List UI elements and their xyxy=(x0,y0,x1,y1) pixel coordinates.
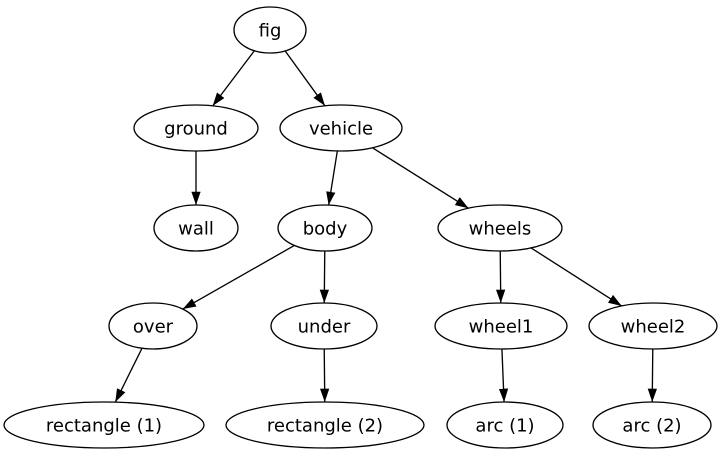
node-label-body: body xyxy=(303,218,348,239)
node-wheel2: wheel2 xyxy=(588,302,718,350)
node-ellipse-body xyxy=(277,204,373,252)
node-label-arc2: arc (2) xyxy=(622,415,681,436)
node-ellipse-arc1 xyxy=(446,401,564,449)
node-ellipse-wheel1 xyxy=(434,302,568,350)
edge-fig-vehicle xyxy=(284,50,326,107)
node-ellipse-rectangle2 xyxy=(225,401,425,449)
edge-wheel2-arc2 xyxy=(647,348,658,403)
node-body: body xyxy=(277,204,373,252)
node-ellipse-over xyxy=(108,302,198,350)
edge-wheels-wheel1 xyxy=(495,250,506,304)
node-fig: fig xyxy=(233,6,307,54)
node-ellipse-wall xyxy=(153,204,239,252)
edge-body-over xyxy=(182,244,295,310)
edge-body-under xyxy=(319,250,330,304)
node-label-wheel1: wheel1 xyxy=(469,316,534,337)
node-ellipse-arc2 xyxy=(592,401,712,449)
edge-wheels-wheel2 xyxy=(530,247,623,307)
edge-vehicle-body xyxy=(326,150,338,206)
edge-vehicle-wheels xyxy=(372,147,469,209)
node-label-wheel2: wheel2 xyxy=(621,316,686,337)
node-wheel1: wheel1 xyxy=(434,302,568,350)
node-label-wall: wall xyxy=(178,218,214,239)
node-over: over xyxy=(108,302,198,350)
node-ellipse-fig xyxy=(233,6,307,54)
node-label-wheels: wheels xyxy=(469,218,532,239)
edge-fig-ground xyxy=(212,50,255,107)
node-wheels: wheels xyxy=(437,204,563,252)
node-under: under xyxy=(270,302,378,350)
node-rectangle1: rectangle (1) xyxy=(3,401,205,449)
node-label-fig: fig xyxy=(259,20,282,41)
node-label-rectangle2: rectangle (2) xyxy=(267,415,383,436)
node-ellipse-wheel2 xyxy=(588,302,718,350)
node-wall: wall xyxy=(153,204,239,252)
edge-under-rectangle2 xyxy=(319,348,330,403)
node-ellipse-ground xyxy=(133,104,259,152)
node-ground: ground xyxy=(133,104,259,152)
node-ellipse-rectangle1 xyxy=(3,401,205,449)
node-ellipse-vehicle xyxy=(279,104,403,152)
node-arc1: arc (1) xyxy=(446,401,564,449)
node-ellipse-wheels xyxy=(437,204,563,252)
edge-over-rectangle1 xyxy=(114,347,143,403)
node-label-arc1: arc (1) xyxy=(475,415,534,436)
node-label-rectangle1: rectangle (1) xyxy=(46,415,162,436)
node-label-vehicle: vehicle xyxy=(309,118,373,139)
node-arc2: arc (2) xyxy=(592,401,712,449)
edge-wheel1-arc1 xyxy=(498,348,509,403)
node-ellipse-under xyxy=(270,302,378,350)
node-label-over: over xyxy=(133,316,174,337)
node-vehicle: vehicle xyxy=(279,104,403,152)
node-label-ground: ground xyxy=(164,118,228,139)
node-label-under: under xyxy=(298,316,351,337)
node-rectangle2: rectangle (2) xyxy=(225,401,425,449)
